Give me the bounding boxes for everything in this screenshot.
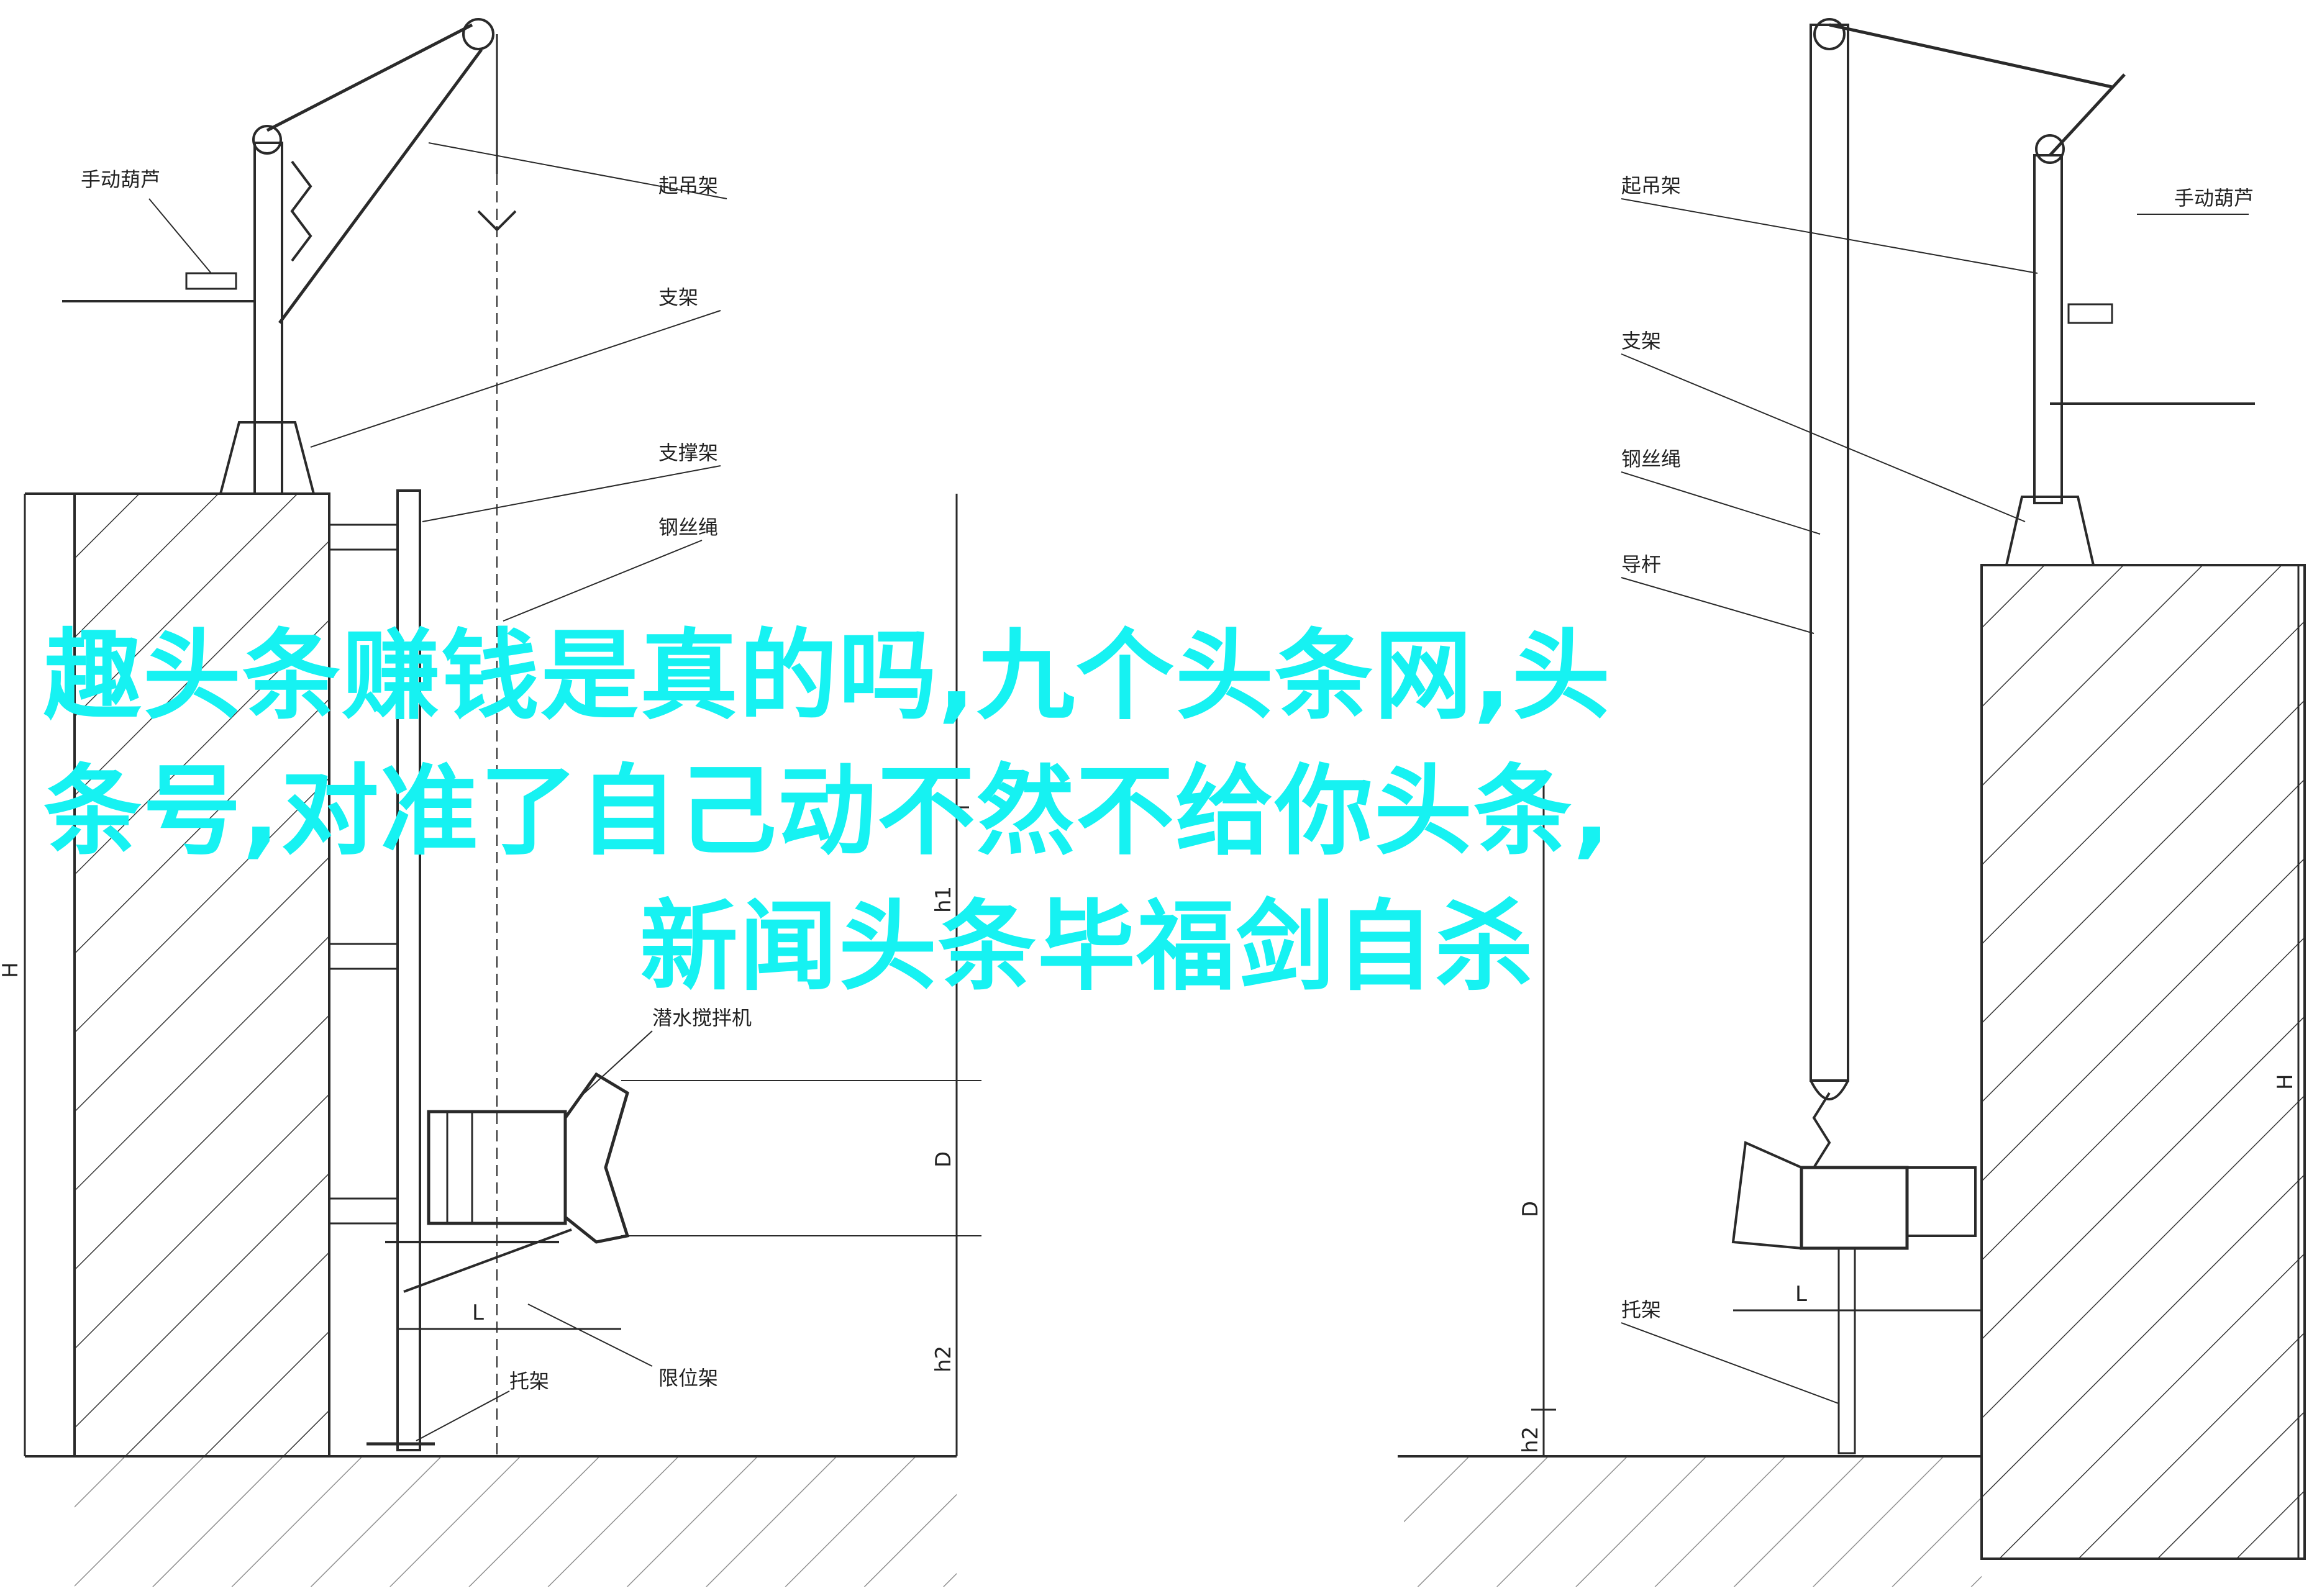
left-label-limit-frame: 限位架 (658, 1366, 718, 1390)
right-guide-rod (1810, 24, 1849, 1082)
left-guide-bar (396, 489, 421, 1451)
left-pulley (252, 125, 282, 155)
right-label-tray: 托架 (1621, 1298, 1661, 1322)
left-chain (290, 160, 312, 262)
left-drawing: H h1 D (0, 18, 981, 1587)
right-dim-h2: h2 (1518, 1426, 1543, 1453)
left-wall-hatch (73, 492, 330, 1458)
left-label-lifting-frame: 起吊架 (658, 174, 718, 197)
right-dim-H: H (2273, 1074, 2298, 1090)
left-support-base (219, 421, 316, 495)
left-label-hoist: 手动葫芦 (81, 168, 160, 191)
right-chain (1812, 1092, 1831, 1169)
left-label-bracket: 支撑架 (658, 441, 718, 465)
left-dim-h1: h1 (931, 886, 956, 913)
right-label-support: 支架 (1621, 329, 1661, 353)
right-dim-L: L (1795, 1282, 1807, 1307)
right-label-hoist: 手动葫芦 (2174, 186, 2254, 210)
right-label-guide-rod: 导杆 (1621, 553, 1661, 576)
right-drawing: H L D h2 起吊架 手动葫芦 (1398, 18, 2306, 1587)
right-wall-hatch (1980, 564, 2306, 1560)
right-mixer-body (1800, 1166, 1909, 1250)
right-floor-hatch (1404, 1456, 1982, 1587)
left-dim-H: H (0, 962, 23, 978)
headline-line-3: 新闻头条毕福剑自杀 (640, 890, 1534, 1004)
left-mixer-propeller (563, 1072, 630, 1244)
left-label-mixer: 潜水搅拌机 (652, 1006, 752, 1030)
left-label-wire-rope: 钢丝绳 (658, 515, 718, 539)
headline-line-2: 条号,对准了自己动不然不给你头条, (43, 755, 1612, 869)
headline-line-1: 趣头条赚钱是真的吗,九个头条网,头 (43, 619, 1612, 733)
right-label-lifting-frame: 起吊架 (1621, 174, 1681, 197)
right-support-base (2005, 496, 2095, 566)
left-dim-D: D (931, 1151, 956, 1168)
right-mixer-propeller (1731, 1141, 1802, 1249)
headline-overlay: 趣头条赚钱是真的吗,九个头条网,头 条号,对准了自己动不然不给你头条, 新闻头条… (43, 609, 2131, 1015)
right-label-wire-rope: 钢丝绳 (1621, 447, 1681, 471)
left-label-support: 支架 (658, 286, 698, 309)
right-dim-D: D (1518, 1201, 1543, 1217)
left-floor-hatch (75, 1456, 957, 1587)
left-support-column (253, 142, 283, 495)
right-support-column (2033, 154, 2063, 504)
right-pulley (2035, 134, 2065, 164)
left-dim-h2: h2 (931, 1346, 956, 1372)
left-label-tray: 托架 (509, 1369, 549, 1393)
left-dim-L: L (472, 1300, 484, 1325)
